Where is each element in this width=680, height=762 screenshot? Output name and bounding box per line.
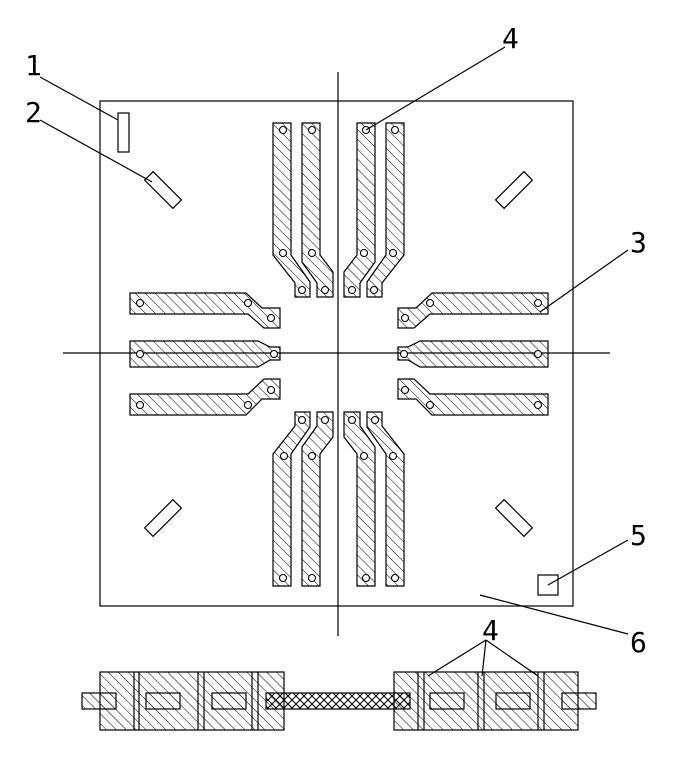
callout-label-2: 2 (25, 96, 42, 129)
callout-label-3: 3 (630, 226, 647, 259)
lead-group-right (397, 292, 549, 416)
leader-line-4-bottom-b (481, 639, 487, 677)
substrate-board (99, 100, 574, 607)
corner-slot-top-right (494, 170, 534, 210)
leader-line-1 (39, 76, 119, 121)
lead-bottom-3 (343, 411, 376, 587)
corner-slot-bottom-right (494, 498, 534, 538)
lead-left-2 (129, 340, 281, 368)
callout-label-6: 6 (630, 626, 647, 659)
leader-line-3 (539, 249, 629, 313)
lead-right-2 (397, 340, 549, 368)
callout-label-5: 5 (630, 519, 647, 552)
section-bridge (265, 692, 411, 710)
lead-left-1 (129, 292, 281, 329)
lead-right-1 (397, 292, 549, 329)
callout-label-1: 1 (25, 49, 42, 82)
lead-group-top (272, 122, 405, 298)
callout-label-4-bottom: 4 (482, 614, 499, 647)
leader-line-4-bottom-a (427, 639, 487, 677)
section-block-right (393, 671, 579, 731)
leader-line-2 (39, 119, 153, 183)
lead-bottom-2 (301, 411, 334, 587)
section-tab-left (81, 692, 117, 710)
section-tab-right (561, 692, 597, 710)
leader-line-4-top (365, 46, 506, 131)
section-block-left (99, 671, 285, 731)
corner-slot-bottom-left (143, 498, 183, 538)
lead-right-3 (397, 378, 549, 416)
corner-slot-top-left (143, 170, 183, 210)
lead-left-3 (129, 378, 281, 416)
pad-square (537, 574, 559, 596)
lead-top-3 (343, 122, 376, 298)
leader-line-6 (479, 594, 629, 635)
leader-line-4-bottom-c (485, 639, 539, 677)
marker-rect (117, 112, 130, 153)
lead-group-bottom (272, 411, 405, 587)
lead-top-2 (301, 122, 334, 298)
leader-line-5 (547, 539, 629, 586)
cross-section (81, 671, 597, 731)
callout-label-4-top: 4 (502, 22, 519, 55)
lead-group-left (129, 292, 281, 416)
